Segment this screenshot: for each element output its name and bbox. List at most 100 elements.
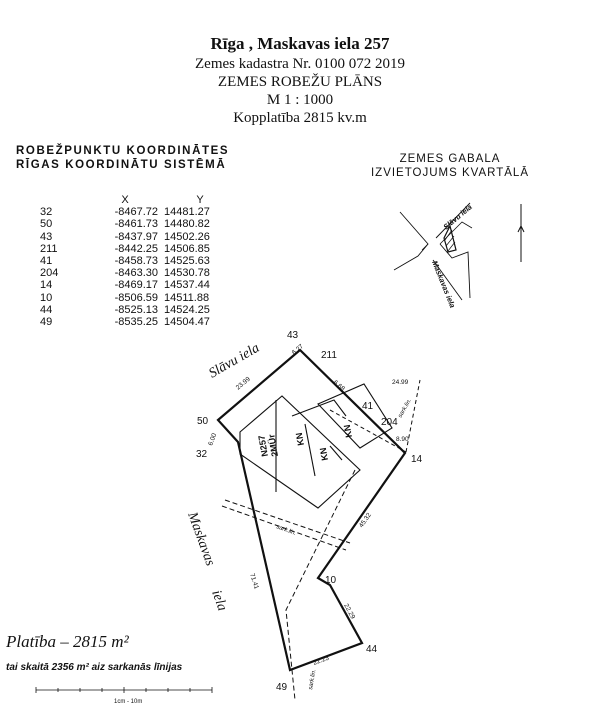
coordinates-heading-line1: ROBEŽPUNKTU KOORDINĀTES [16, 145, 230, 157]
red-line [224, 499, 351, 544]
point-id: 49 [40, 315, 53, 328]
col-x-header: X [121, 194, 129, 207]
location-heading-line1: ZEMES GABALA [399, 153, 501, 165]
point-x: -8442.25 [114, 242, 158, 255]
col-y-header: Y [196, 194, 204, 207]
location-heading-line2: IZVIETOJUMS KVARTĀLĀ [370, 167, 530, 179]
point-id: 10 [40, 291, 53, 304]
building-wall [329, 445, 343, 461]
total-area: Kopplatība 2815 kv.m [233, 110, 367, 126]
red-line [405, 379, 421, 453]
point-id: 14 [40, 279, 53, 292]
inset-street-edge [435, 202, 471, 239]
point-label: 50 [197, 416, 209, 427]
point-y: 14480.82 [164, 218, 210, 231]
coordinates-header-row: X Y [24, 194, 236, 206]
area-sub: tai skaitā 2356 m² aiz sarkanās līnijas [6, 662, 183, 673]
dimension-label: 24.99 [392, 379, 409, 386]
point-labels: 43 211 50 32 41 204 14 10 44 49 [196, 330, 423, 693]
point-label: 32 [196, 449, 208, 460]
parcel-boundary [216, 348, 407, 672]
point-x: -8469.17 [114, 279, 158, 292]
red-line [285, 469, 356, 701]
inset-parcel-hatch [444, 229, 456, 252]
point-label: 44 [366, 644, 378, 655]
building-label: KN [342, 424, 354, 439]
table-row: 43 -8437.97 14502.26 [24, 231, 236, 243]
point-y: 14506.85 [164, 242, 210, 255]
street-label-maskavas-2: iela [208, 588, 229, 613]
point-y: 14504.47 [164, 315, 210, 328]
table-row: 49 -8535.25 14504.47 [24, 316, 236, 328]
dimension-label: 22.23 [312, 655, 330, 667]
inset-street-label: Maskavas iela [430, 259, 457, 309]
dimension-label: 45.32 [358, 511, 373, 529]
point-y: 14502.26 [164, 230, 210, 243]
north-arrow-head-icon [517, 224, 525, 233]
scale-bar-caption: 1cm - 10m [114, 699, 142, 705]
red-line-label: sark.lin. [308, 669, 317, 690]
area-main: Platība – 2815 m² [6, 632, 129, 651]
building-wall [291, 399, 347, 417]
street-label-maskavas: Maskavas [184, 509, 218, 568]
dimension-label: 71.41 [248, 572, 260, 590]
red-line [221, 505, 347, 551]
scale-bar: 1cm - 10m [35, 687, 213, 705]
point-label: 41 [362, 401, 374, 412]
point-y: 14481.27 [164, 206, 210, 219]
plan-name: ZEMES ROBEŽU PLĀNS [217, 74, 383, 90]
location-heading: ZEMES GABALA IZVIETOJUMS KVARTĀLĀ [360, 152, 540, 180]
point-label: 43 [287, 330, 299, 341]
point-id: 211 [40, 242, 58, 255]
point-y: 14525.63 [164, 255, 210, 268]
building-labels: KN KN KN 2MÜr N257 [256, 424, 354, 462]
annex-building [317, 383, 393, 449]
point-id: 50 [40, 218, 53, 231]
main-building [239, 395, 361, 509]
building-label: 2MÜr [266, 433, 280, 457]
inset-block-edge [439, 243, 471, 299]
coordinates-table: X Y 32 -8467.72 14481.27 50 -8461.73 14480.8… [24, 194, 236, 328]
point-id: 44 [40, 303, 53, 316]
point-y: 14511.88 [164, 291, 210, 304]
point-y: 14530.78 [164, 267, 210, 280]
inset-street-label: Slāvu iela [442, 202, 474, 231]
point-id: 204 [40, 267, 59, 280]
point-x: -8525.13 [114, 303, 158, 316]
plan-title: Rīga , Maskavas iela 257 [210, 34, 390, 53]
point-label: 49 [276, 682, 288, 693]
point-x: -8467.72 [114, 206, 158, 219]
point-x: -8437.97 [114, 230, 158, 243]
building-wall [304, 423, 316, 477]
point-id: 41 [40, 255, 53, 268]
coordinates-heading-line2: RĪGAS KOORDINĀTU SISTĒMĀ [16, 159, 227, 171]
point-id: 32 [40, 206, 53, 219]
table-row: 211 -8442.25 14506.85 [24, 243, 236, 255]
point-x: -8461.73 [114, 218, 158, 231]
building-label: KN [294, 432, 306, 447]
point-id: 43 [40, 230, 53, 243]
red-line-label: sark.lin. [398, 398, 414, 419]
dimension-label: 6.68 [332, 379, 346, 393]
point-x: -8458.73 [114, 255, 158, 268]
table-row: 32 -8467.72 14481.27 [24, 206, 236, 218]
table-row: 50 -8461.73 14480.82 [24, 218, 236, 230]
street-label-slavu: Slāvu iela [207, 341, 263, 382]
point-x: -8506.59 [114, 291, 158, 304]
point-label: 10 [325, 575, 337, 586]
point-label: 211 [321, 350, 337, 361]
table-row: 41 -8458.73 14525.63 [24, 255, 236, 267]
inset-parcel [443, 224, 457, 253]
red-line-label: sark.lin. [275, 524, 296, 537]
location-inset: Slāvu iela Maskavas iela [393, 202, 525, 309]
inset-street-edge [432, 259, 463, 301]
plan-scale: M 1 : 1000 [266, 92, 334, 108]
red-line [329, 409, 407, 453]
dimension-label: 23.99 [235, 375, 252, 391]
point-x: -8535.25 [114, 315, 158, 328]
dimension-label: 8.90 [396, 436, 409, 443]
